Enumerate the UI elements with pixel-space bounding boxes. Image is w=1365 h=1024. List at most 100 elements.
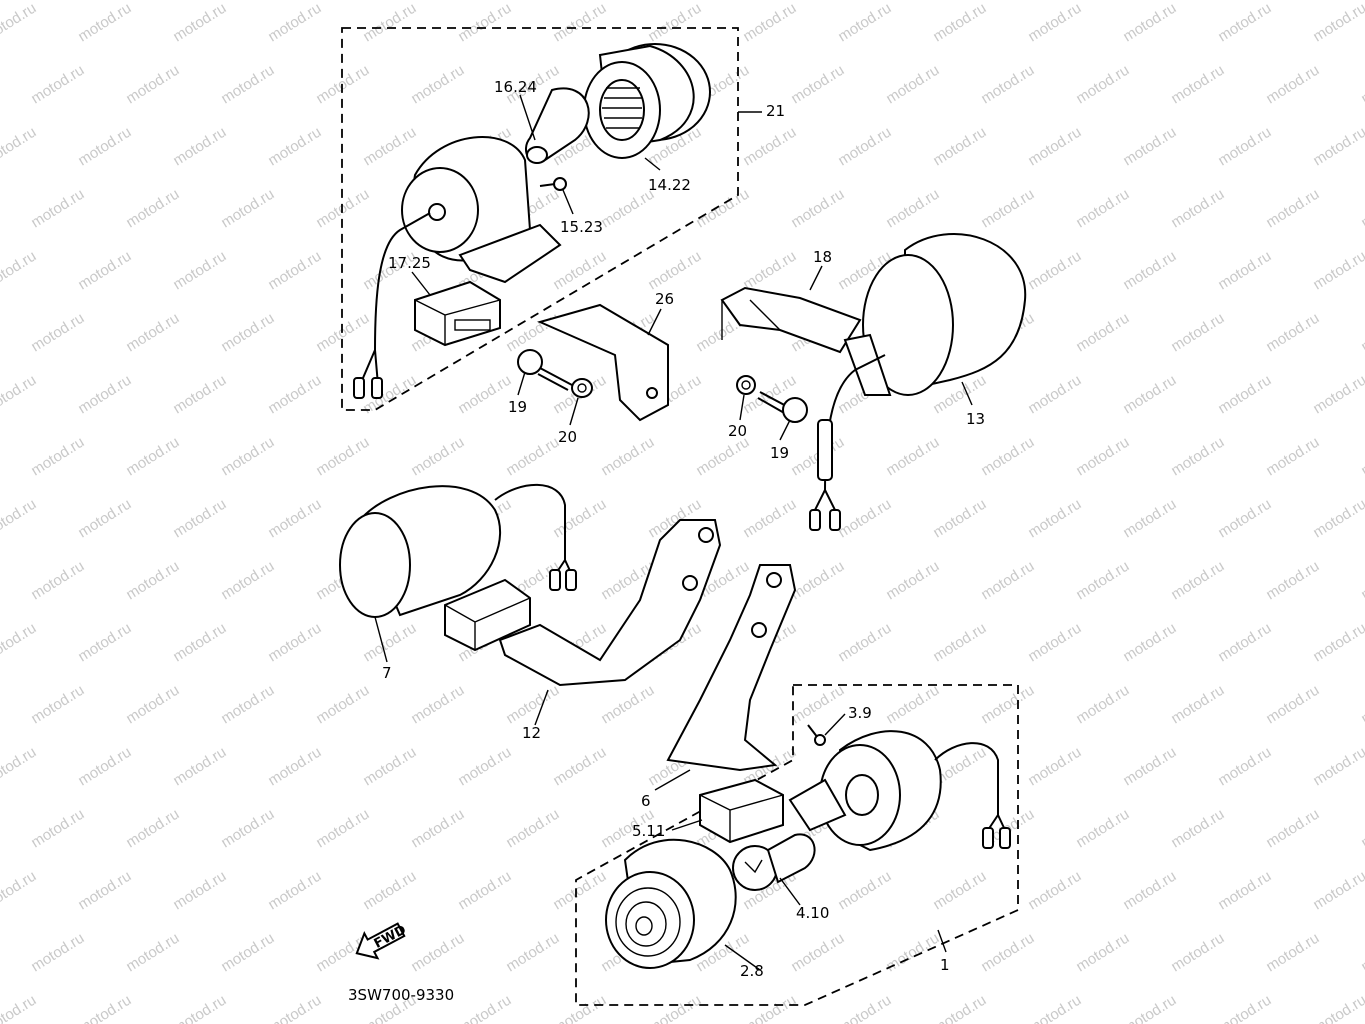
- watermark-text: motod.ru: [503, 806, 562, 852]
- watermark-text: motod.ru: [550, 496, 609, 542]
- watermark-text: motod.ru: [930, 496, 989, 542]
- watermark-text: motod.ru: [218, 434, 277, 480]
- housing-upper: [401, 136, 562, 284]
- watermark-text: motod.ru: [265, 868, 324, 914]
- leader-lines: [374, 94, 973, 971]
- watermark-text: motod.ru: [740, 496, 799, 542]
- bracket-6: [666, 564, 797, 772]
- watermark-text: motod.ru: [1215, 496, 1274, 542]
- watermark-text: motod.ru: [1263, 62, 1322, 108]
- grommet-5-11: [699, 778, 784, 844]
- label-4-10: 4.10: [796, 904, 829, 922]
- watermark-text: motod.ru: [503, 434, 562, 480]
- watermark-text: motod.ru: [75, 744, 134, 790]
- watermark-text: motod.ru: [1310, 868, 1365, 914]
- wire-lower: [934, 742, 1011, 849]
- label-3-9: 3.9: [848, 704, 872, 722]
- watermark-text: motod.ru: [360, 620, 419, 666]
- watermark-text: motod.ru: [313, 434, 372, 480]
- watermark-text: motod.ru: [0, 496, 39, 542]
- watermark-text: motod.ru: [1310, 620, 1365, 666]
- label-2-8: 2.8: [740, 962, 764, 980]
- watermark-text: motod.ru: [930, 868, 989, 914]
- housing-lower: [788, 730, 942, 852]
- watermark-text: motod.ru: [788, 62, 847, 108]
- label-26: 26: [655, 290, 674, 308]
- watermark-text: motod.ru: [1358, 558, 1365, 604]
- bracket-12: [498, 519, 722, 687]
- label-14-22: 14.22: [648, 176, 691, 194]
- watermark-text: motod.ru: [218, 930, 277, 976]
- watermark-text: motod.ru: [123, 806, 182, 852]
- washer-20-left: [571, 378, 593, 398]
- watermark-text: motod.ru: [1168, 558, 1227, 604]
- watermark-text: motod.ru: [123, 682, 182, 728]
- watermark-text: motod.ru: [75, 620, 134, 666]
- watermark-text: motod.ru: [265, 620, 324, 666]
- watermark-text: motod.ru: [0, 0, 39, 45]
- watermark-text: motod.ru: [455, 992, 514, 1024]
- watermark-text: motod.ru: [170, 0, 229, 45]
- label-19-left: 19: [508, 398, 527, 416]
- watermark-text: motod.ru: [218, 186, 277, 232]
- watermark-text: motod.ru: [978, 62, 1037, 108]
- watermark-text: motod.ru: [1215, 992, 1274, 1024]
- watermark-text: motod.ru: [598, 434, 657, 480]
- watermark-text: motod.ru: [1310, 124, 1365, 170]
- bolt-19-right: [757, 391, 808, 423]
- watermark-text: motod.ru: [740, 0, 799, 45]
- label-7: 7: [382, 664, 392, 682]
- watermark-text: motod.ru: [123, 434, 182, 480]
- watermark-text: motod.ru: [408, 930, 467, 976]
- lens-2-8: [605, 838, 737, 969]
- watermark-text: motod.ru: [1073, 682, 1132, 728]
- watermark-text: motod.ru: [1358, 310, 1365, 356]
- watermark-text: motod.ru: [1025, 372, 1084, 418]
- watermark-text: motod.ru: [1025, 124, 1084, 170]
- watermark-text: motod.ru: [1263, 682, 1322, 728]
- watermark-text: motod.ru: [1263, 434, 1322, 480]
- watermark-text: motod.ru: [550, 992, 609, 1024]
- watermark-text: motod.ru: [75, 0, 134, 45]
- watermark-text: motod.ru: [0, 868, 39, 914]
- watermark-text: motod.ru: [170, 496, 229, 542]
- watermark-text: motod.ru: [1073, 310, 1132, 356]
- watermark-text: motod.ru: [835, 496, 894, 542]
- watermark-text: motod.ru: [1025, 496, 1084, 542]
- watermark-text: motod.ru: [1120, 868, 1179, 914]
- lamp-7: [339, 485, 501, 618]
- watermark-text: motod.ru: [170, 248, 229, 294]
- wire-7: [494, 483, 577, 591]
- watermark-text: motod.ru: [1120, 620, 1179, 666]
- watermark-text: motod.ru: [503, 930, 562, 976]
- watermark-text: motod.ru: [0, 372, 39, 418]
- watermark-text: motod.ru: [218, 62, 277, 108]
- watermark-text: motod.ru: [883, 62, 942, 108]
- watermark-text: motod.ru: [0, 620, 39, 666]
- watermark-text: motod.ru: [883, 434, 942, 480]
- watermark-text: motod.ru: [218, 682, 277, 728]
- watermark-text: motod.ru: [123, 310, 182, 356]
- watermark-text: motod.ru: [0, 992, 39, 1024]
- watermark-text: motod.ru: [28, 930, 87, 976]
- label-18: 18: [813, 248, 832, 266]
- watermark-text: motod.ru: [740, 124, 799, 170]
- watermark-text: motod.ru: [170, 124, 229, 170]
- watermark-text: motod.ru: [28, 310, 87, 356]
- watermark-text: motod.ru: [1215, 372, 1274, 418]
- watermark-text: motod.ru: [835, 0, 894, 45]
- watermark-text: motod.ru: [170, 620, 229, 666]
- watermark-text: motod.ru: [170, 372, 229, 418]
- part-labels: 16.24 21 14.22 15.23 17.25 26 18 19 20 2…: [382, 78, 985, 980]
- watermark-text: motod.ru: [360, 744, 419, 790]
- watermark-text: motod.ru: [1073, 558, 1132, 604]
- watermark-text: motod.ru: [313, 682, 372, 728]
- watermark-text: motod.ru: [978, 434, 1037, 480]
- watermark-text: motod.ru: [218, 558, 277, 604]
- watermark-text: motod.ru: [1358, 186, 1365, 232]
- watermark-text: motod.ru: [978, 558, 1037, 604]
- watermark-text: motod.ru: [170, 868, 229, 914]
- watermark-text: motod.ru: [930, 620, 989, 666]
- watermark-text: motod.ru: [1120, 372, 1179, 418]
